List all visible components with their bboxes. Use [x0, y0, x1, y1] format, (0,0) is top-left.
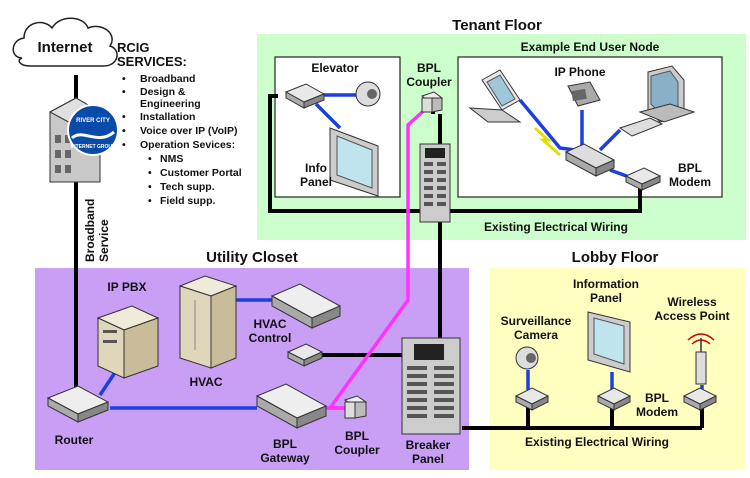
information-panel-label: Information: [573, 277, 639, 291]
existing-wiring-lobby-label: Existing Electrical Wiring: [525, 435, 669, 449]
surveillance-camera-label: Camera: [514, 328, 558, 342]
keyboard-icon: [618, 117, 664, 137]
logo-text-top: RIVER CITY: [76, 118, 110, 124]
sub-service-item: Field supp.: [160, 195, 216, 207]
service-item: Installation: [140, 111, 195, 123]
existing-wiring-tenant-label: Existing Electrical Wiring: [484, 220, 628, 234]
surveillance-camera-label: Surveillance: [501, 314, 572, 328]
bpl-modem-lobby-label: Modem: [636, 405, 678, 419]
ip-pbx-label: IP PBX: [107, 280, 146, 294]
elevator-camera-icon: [355, 81, 381, 107]
service-item: Voice over IP (VoIP): [140, 125, 237, 137]
end-user-node-title: Example End User Node: [521, 40, 660, 54]
service-item: Broadband: [140, 73, 195, 85]
bpl-coupler-bottom-label: BPL: [345, 429, 369, 443]
bullet: •: [122, 86, 126, 98]
lobby-floor-title: Lobby Floor: [572, 249, 659, 266]
bullet: •: [122, 125, 126, 137]
hvac-control-icon: [270, 283, 342, 329]
hvac-label: HVAC: [189, 375, 222, 389]
lobby-panel-modem-icon: [596, 387, 632, 411]
wireless-ap-label: Wireless: [667, 295, 717, 309]
bullet: •: [148, 181, 152, 193]
info-panel-monitor-icon: [329, 127, 379, 197]
services-title: SERVICES:: [117, 54, 187, 69]
router-label: Router: [55, 433, 94, 447]
bpl-coupler-top-label: Coupler: [406, 75, 452, 89]
service-item: Operation Sevices:: [140, 139, 235, 151]
bpl-modem-tenant-icon: [624, 167, 662, 191]
svg-text:Broadband: Broadband: [83, 199, 97, 262]
logo-text-bottom: INTERNET GROUP: [71, 144, 116, 150]
information-panel-monitor-icon: [587, 311, 631, 373]
hvac-control-label: Control: [249, 331, 292, 345]
bullet: •: [148, 153, 152, 165]
bpl-coupler-top-icon: [420, 91, 444, 113]
laptop-icon: [468, 69, 522, 123]
ip-phone-label: IP Phone: [554, 65, 605, 79]
tenant-floor-title: Tenant Floor: [452, 17, 542, 34]
breaker-panel-label: Panel: [412, 452, 444, 466]
internet-cloud: Internet: [12, 17, 118, 67]
lobby-camera-modem-icon: [514, 387, 550, 411]
elevator-modem-icon: [284, 83, 326, 109]
rcig-title: RCIG: [117, 40, 150, 55]
bullet: •: [148, 195, 152, 207]
ip-pbx-server-icon: [96, 305, 160, 379]
service-item: Engineering: [140, 98, 201, 110]
router-icon: [46, 385, 110, 423]
bpl-coupler-bottom-label: Coupler: [334, 443, 380, 457]
bpl-modem-tenant-label: Modem: [669, 175, 711, 189]
hvac-unit-icon: [178, 275, 238, 369]
info-panel-label: Panel: [300, 175, 332, 189]
rcig-building: RIVER CITY INTERNET GROUP: [48, 97, 119, 183]
bullet: •: [122, 111, 126, 123]
lobby-ap-modem-icon: [682, 387, 718, 411]
wireless-link: [533, 126, 561, 157]
service-item: Design &: [140, 86, 186, 98]
rcig-logo: [67, 104, 119, 156]
breaker-panel-label: Breaker: [406, 438, 451, 452]
bpl-gateway-label: BPL: [273, 437, 297, 451]
bullet: •: [122, 139, 126, 151]
desktop-computer-icon: [638, 65, 696, 123]
surveillance-camera-icon: [515, 346, 539, 370]
hvac-bpl-modem-icon: [286, 343, 324, 367]
wireless-ap-label: Access Point: [654, 309, 729, 323]
svg-text:Service: Service: [97, 219, 111, 262]
elevator-label: Elevator: [311, 61, 359, 75]
hvac-control-label: HVAC: [253, 317, 286, 331]
information-panel-label: Panel: [590, 291, 622, 305]
ethernet-switch-icon: [564, 143, 616, 177]
info-panel-label: Info: [305, 161, 327, 175]
utility-closet-title: Utility Closet: [206, 249, 298, 266]
bullet: •: [148, 167, 152, 179]
internet-label: Internet: [37, 39, 92, 56]
sub-service-item: Tech supp.: [160, 181, 215, 193]
bpl-coupler-top-label: BPL: [417, 61, 441, 75]
bullet: •: [122, 73, 126, 85]
bpl-gateway-label: Gateway: [260, 451, 310, 465]
broadband-service-label: Broadband Service: [83, 199, 111, 262]
bpl-modem-lobby-label: BPL: [645, 391, 669, 405]
wireless-ap-icon: [687, 333, 715, 385]
breaker-panel-icon: [401, 337, 461, 435]
tenant-subpanel-icon: [419, 143, 451, 223]
rcig-services-list: RCIG SERVICES: • Broadband • Design & En…: [117, 40, 242, 207]
ip-phone-icon: [567, 81, 601, 107]
bpl-coupler-bottom-icon: [343, 395, 368, 419]
bpl-gateway-icon: [255, 383, 328, 429]
sub-service-item: NMS: [160, 153, 183, 165]
sub-service-item: Customer Portal: [160, 167, 242, 179]
bpl-modem-tenant-label: BPL: [678, 161, 702, 175]
